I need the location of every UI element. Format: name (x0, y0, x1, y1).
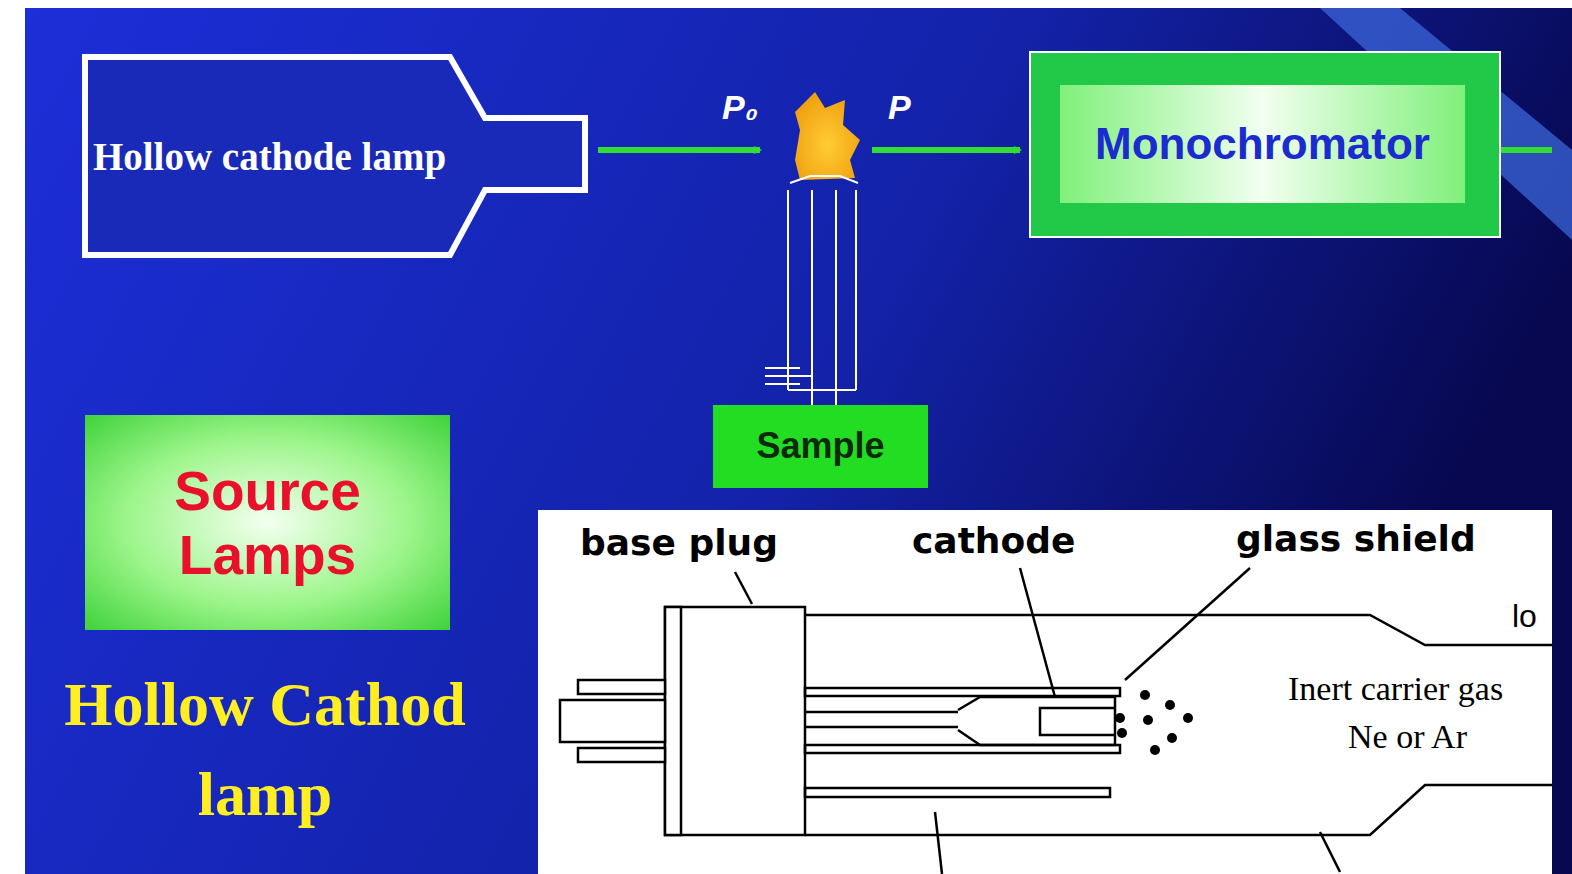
monochromator-box: Monochromator (1060, 85, 1465, 203)
part-name: cathode (912, 520, 1075, 561)
beam-arrow (872, 147, 1020, 153)
node-text: Hollow cathode lamp (93, 134, 446, 179)
gas-note: Ne or Ar (1348, 718, 1467, 756)
flame (795, 92, 860, 180)
part-name: glass shield (1236, 518, 1476, 559)
drawing-panel (538, 510, 1552, 874)
gas-note: Inert carrier gas (1288, 670, 1503, 708)
node-text: Source Lamps (85, 459, 450, 587)
part-name: base plug (580, 522, 778, 563)
part-name: lo (1512, 598, 1537, 635)
sample-box: Sample (713, 405, 928, 488)
source-lamps-box: Source Lamps (85, 415, 450, 630)
burner (765, 176, 858, 405)
beam-label: P (888, 88, 911, 127)
beam-arrow (598, 147, 760, 153)
node-text: Sample (756, 422, 884, 471)
slide-title: Hollow Cathod lamp (30, 660, 500, 840)
monochromator-frame (1030, 52, 1500, 237)
beam-out (1500, 147, 1552, 153)
lamp-box: Hollow cathode lamp (92, 64, 447, 248)
lamp-drawing (560, 568, 1552, 874)
lamp-outline (85, 57, 585, 255)
beam-label: P₀ (722, 88, 758, 127)
sputtered-atoms (1115, 690, 1193, 755)
node-text: Monochromator (1095, 114, 1430, 173)
slide-ground (25, 8, 1572, 874)
